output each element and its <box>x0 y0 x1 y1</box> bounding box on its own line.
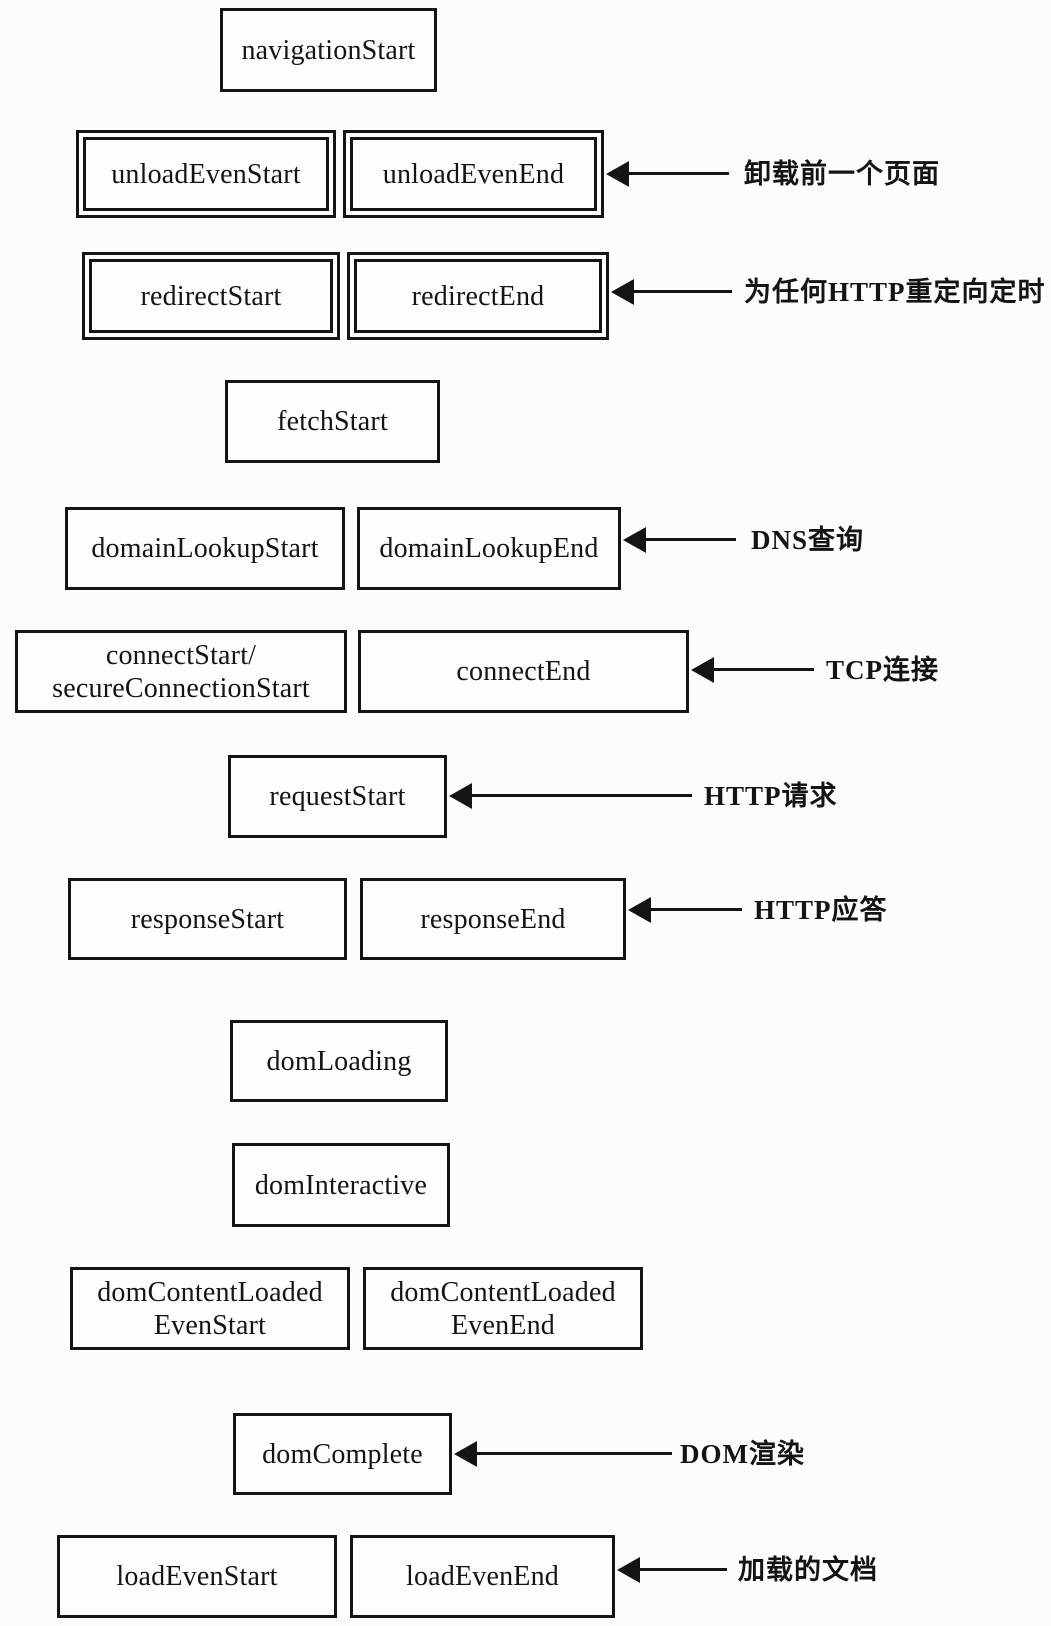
left-arrow-redirect <box>611 279 732 305</box>
annotation-redirect: 为任何HTTP重定向定时 <box>744 277 1046 307</box>
box-load-even-start: loadEvenStart <box>57 1535 337 1618</box>
arrow-shaft <box>470 794 692 797</box>
box-label: domContentLoaded EvenEnd <box>390 1276 616 1341</box>
annotation-http-response: HTTP应答 <box>754 895 888 925</box>
arrow-shaft <box>627 172 729 175</box>
annotation-http-request: HTTP请求 <box>704 781 838 811</box>
box-label: responseStart <box>130 903 285 935</box>
box-label: unloadEvenStart <box>111 158 301 190</box>
box-label: unloadEvenEnd <box>382 158 565 190</box>
box-unload-even-start: unloadEvenStart <box>76 130 336 218</box>
box-label: redirectStart <box>140 280 282 312</box>
box-domain-lookup-start: domainLookupStart <box>65 507 345 590</box>
box-dom-interactive: domInteractive <box>232 1143 450 1227</box>
box-label: domainLookupStart <box>91 533 319 564</box>
box-label: domContentLoaded EvenStart <box>97 1276 323 1341</box>
box-response-start: responseStart <box>68 878 347 960</box>
left-arrow-http-request <box>449 783 692 809</box>
box-navigation-start: navigationStart <box>220 8 437 92</box>
left-arrow-dns <box>623 527 736 553</box>
arrowhead-icon <box>623 527 646 553</box>
left-arrow-tcp <box>691 657 814 683</box>
left-arrow-http-response <box>628 897 742 923</box>
box-request-start: requestStart <box>228 755 447 838</box>
arrow-shaft <box>632 290 732 293</box>
arrow-shaft <box>712 668 814 671</box>
box-label: responseEnd <box>420 903 566 935</box>
box-label: fetchStart <box>277 406 388 437</box>
box-label: domLoading <box>266 1045 412 1077</box>
left-arrow-load-document <box>617 1557 727 1583</box>
box-label: redirectEnd <box>411 280 545 312</box>
annotation-dns: DNS查询 <box>751 525 865 555</box>
annotation-dom-render: DOM渲染 <box>680 1439 805 1469</box>
left-arrow-dom-render <box>454 1441 672 1467</box>
annotation-load-document: 加载的文档 <box>738 1555 878 1585</box>
arrowhead-icon <box>611 279 634 305</box>
box-label: domComplete <box>262 1438 423 1470</box>
box-fetch-start: fetchStart <box>225 380 440 463</box>
box-label: loadEvenStart <box>116 1561 278 1592</box>
box-load-even-end: loadEvenEnd <box>350 1535 615 1618</box>
box-dom-loading: domLoading <box>230 1020 448 1102</box>
box-label: domInteractive <box>254 1169 428 1201</box>
box-unload-even-end: unloadEvenEnd <box>343 130 604 218</box>
box-label: connectStart/ secureConnectionStart <box>52 639 310 704</box>
box-redirect-end: redirectEnd <box>347 252 609 340</box>
arrowhead-icon <box>454 1441 477 1467</box>
box-connect-end: connectEnd <box>358 630 689 713</box>
arrow-shaft <box>638 1568 727 1571</box>
inner-frame: unloadEvenStart <box>83 137 329 211</box>
inner-frame: unloadEvenEnd <box>350 137 597 211</box>
box-label: connectEnd <box>456 656 591 687</box>
arrowhead-icon <box>617 1557 640 1583</box>
annotation-unload: 卸载前一个页面 <box>744 159 940 189</box>
box-dom-complete: domComplete <box>233 1413 452 1495</box>
arrowhead-icon <box>691 657 714 683</box>
box-label: requestStart <box>269 781 406 812</box>
inner-frame: redirectEnd <box>354 259 602 333</box>
inner-frame: redirectStart <box>89 259 333 333</box>
annotation-tcp: TCP连接 <box>826 655 939 685</box>
box-label: loadEvenEnd <box>405 1561 560 1592</box>
arrow-shaft <box>644 538 736 541</box>
box-label: domainLookupEnd <box>379 533 599 564</box>
box-response-end: responseEnd <box>360 878 626 960</box>
box-connect-start: connectStart/ secureConnectionStart <box>15 630 347 713</box>
box-dom-content-loaded-even-end: domContentLoaded EvenEnd <box>363 1267 643 1350</box>
arrowhead-icon <box>449 783 472 809</box>
arrowhead-icon <box>628 897 651 923</box>
box-dom-content-loaded-even-start: domContentLoaded EvenStart <box>70 1267 350 1350</box>
left-arrow-unload <box>606 161 729 187</box>
arrow-shaft <box>649 908 742 911</box>
box-redirect-start: redirectStart <box>82 252 340 340</box>
arrowhead-icon <box>606 161 629 187</box>
box-domain-lookup-end: domainLookupEnd <box>357 507 621 590</box>
arrow-shaft <box>475 1452 672 1455</box>
box-label: navigationStart <box>241 34 416 66</box>
